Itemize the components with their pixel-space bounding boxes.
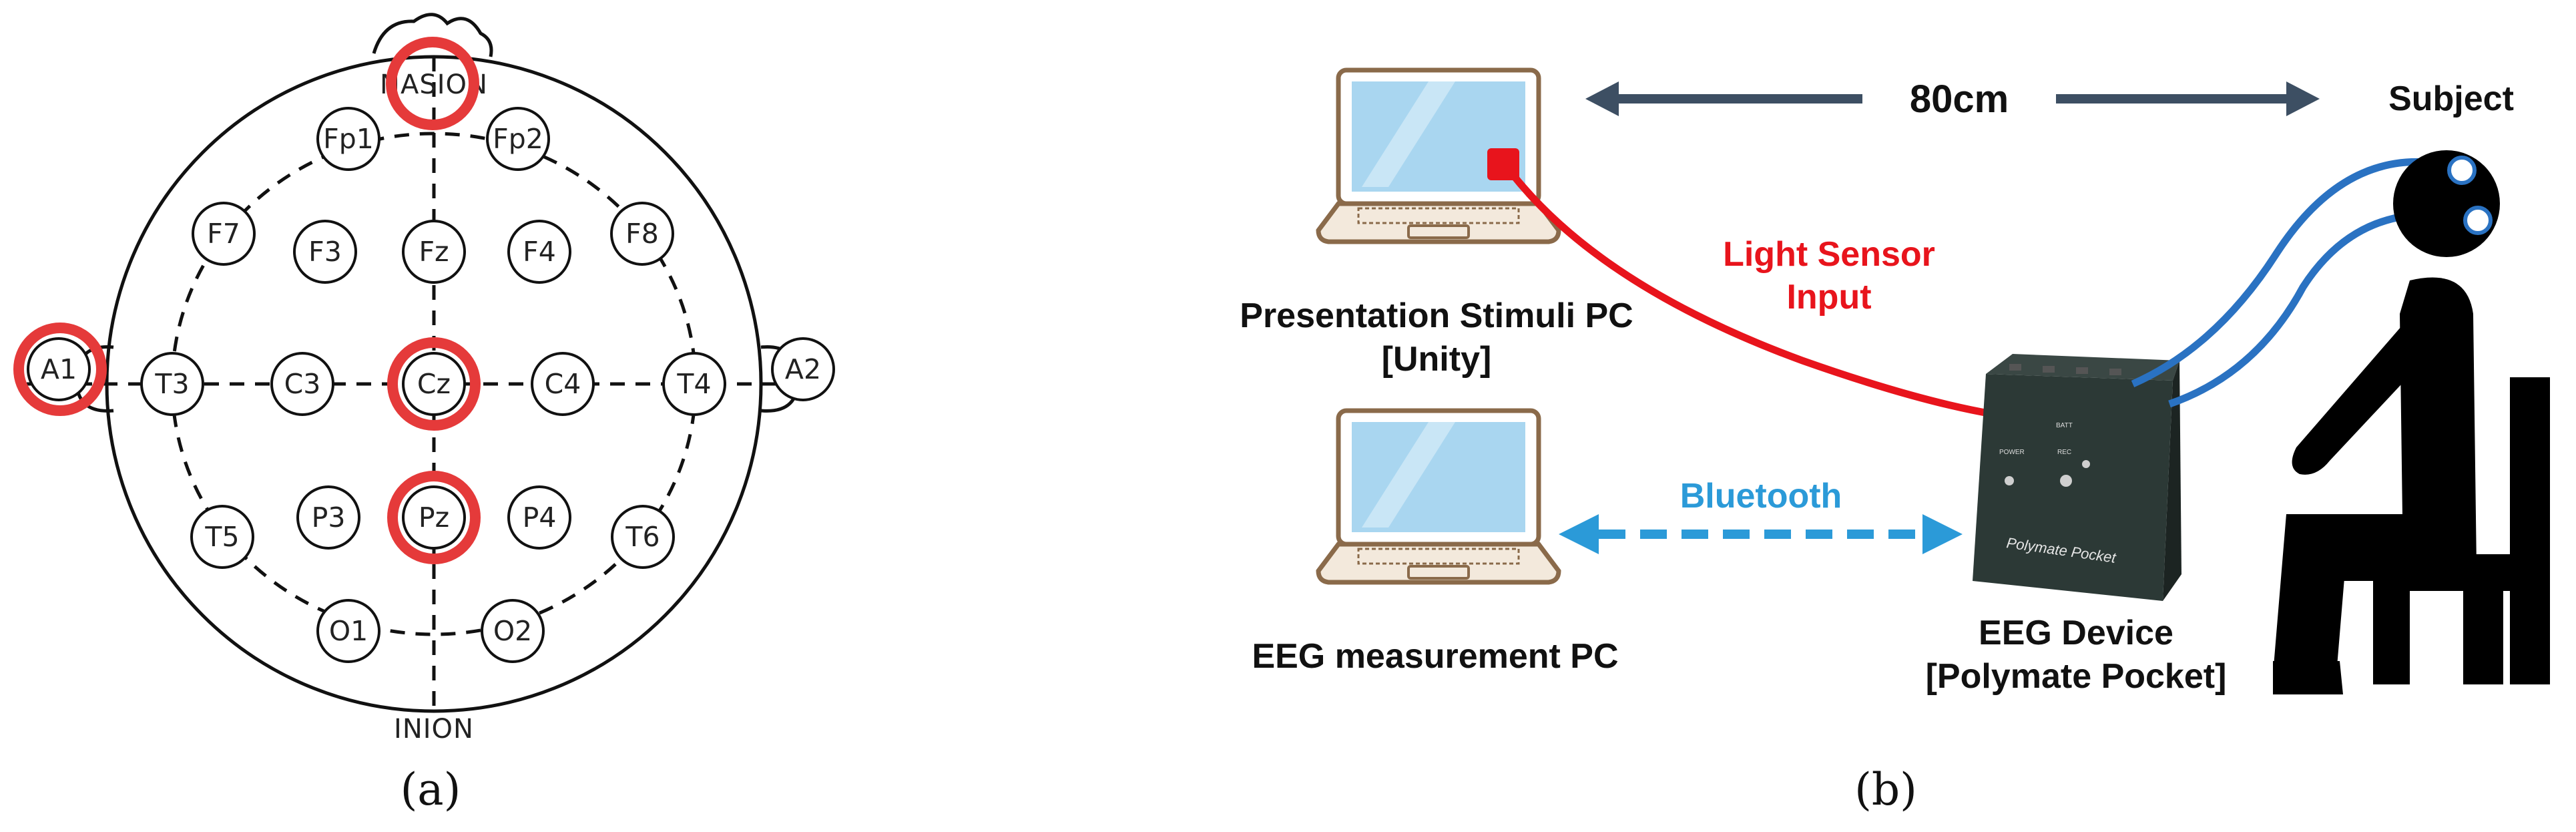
eeg-device-label-2: [Polymate Pocket]: [1926, 657, 2227, 696]
eeg-pc-laptop-icon: [1316, 408, 1561, 585]
electrode-f8: F8: [610, 202, 674, 266]
electrode-fp1: Fp1: [316, 107, 380, 171]
electrode-f7: F7: [192, 202, 256, 266]
electrode-cz: Cz: [387, 337, 481, 431]
svg-text:P4: P4: [523, 501, 557, 534]
svg-text:T5: T5: [204, 521, 239, 553]
electrode-o1: O1: [316, 599, 380, 663]
electrode-site-upper: [2447, 156, 2477, 185]
chair-icon: [2373, 377, 2550, 684]
svg-text:T6: T6: [625, 521, 660, 553]
stimuli-laptop-icon: [1316, 67, 1561, 244]
electrode-site-lower: [2463, 206, 2493, 235]
light-sensor-cable: [1509, 171, 1993, 418]
distance-label: 80cm: [1910, 77, 2009, 121]
electrode-t3: T3: [140, 352, 204, 416]
svg-text:T3: T3: [154, 368, 189, 400]
electrode-p4: P4: [507, 485, 571, 550]
nose-outline: [372, 13, 493, 57]
svg-text:A1: A1: [41, 353, 77, 385]
svg-text:C4: C4: [545, 368, 581, 400]
bluetooth-arrow: [1559, 514, 1963, 554]
electrode-t4: T4: [662, 352, 726, 416]
subject-head: [2393, 150, 2500, 257]
eeg-pc-label: EEG measurement PC: [1252, 637, 1618, 676]
caption-b: (b): [1854, 764, 1917, 815]
electrode-cable-upper: [2131, 158, 2458, 388]
highlight-nasion: [386, 37, 479, 130]
panel-b-experiment-setup: 80cm Subject Light Sensor Input Presenta…: [1240, 67, 2550, 815]
electrode-t6: T6: [611, 505, 675, 569]
stimuli-pc-label-1: Presentation Stimuli PC: [1240, 296, 1633, 335]
subject-foot: [2273, 661, 2343, 694]
inion-label: INION: [394, 714, 474, 745]
caption-a: (a): [401, 764, 461, 815]
light-sensor-label-2: Input: [1786, 278, 1871, 317]
electrode-o2: O2: [481, 599, 545, 663]
electrode-fz: Fz: [402, 220, 466, 284]
distance-arrow: [1585, 81, 2320, 116]
electrode-f4: F4: [507, 220, 571, 284]
device-batt-label: BATT: [2056, 422, 2073, 429]
subject-shin: [2273, 514, 2350, 674]
electrode-fp2: Fp2: [486, 107, 550, 171]
svg-text:Fp2: Fp2: [493, 123, 543, 155]
svg-text:T4: T4: [676, 368, 711, 400]
light-sensor-label-1: Light Sensor: [1723, 235, 1935, 274]
svg-text:O2: O2: [493, 615, 532, 647]
svg-text:P3: P3: [312, 501, 346, 534]
svg-text:O1: O1: [329, 615, 368, 647]
svg-text:A2: A2: [785, 353, 821, 385]
electrode-c3: C3: [270, 352, 334, 416]
panel-a-eeg-montage: NASION INION Fp1 Fp2 F7 F3 Fz F4 F8 A1 T…: [13, 13, 835, 815]
subject-arm: [2292, 321, 2430, 475]
svg-text:F4: F4: [523, 236, 556, 268]
electrode-c4: C4: [531, 352, 595, 416]
eeg-device-icon: POWER BATT REC Polymate Pocket: [1973, 354, 2181, 601]
device-power-label: POWER: [1999, 449, 2025, 456]
subject-figure: [2273, 150, 2500, 694]
svg-text:Pz: Pz: [419, 501, 449, 534]
electrode-a2: A2: [771, 337, 835, 401]
device-rec-label: REC: [2057, 449, 2071, 456]
electrode-t5: T5: [190, 505, 254, 569]
electrode-f3: F3: [293, 220, 357, 284]
subject-label: Subject: [2388, 79, 2514, 118]
electrode-pz: Pz: [387, 471, 481, 564]
svg-text:C3: C3: [284, 368, 321, 400]
electrode-p3: P3: [296, 485, 360, 550]
electrode-a1: A1: [27, 337, 91, 401]
svg-text:F7: F7: [207, 218, 240, 250]
svg-text:Fp1: Fp1: [323, 123, 374, 155]
svg-text:Cz: Cz: [417, 368, 451, 400]
svg-text:F8: F8: [625, 218, 659, 250]
svg-text:F3: F3: [308, 236, 342, 268]
stimuli-pc-label-2: [Unity]: [1382, 340, 1492, 379]
bluetooth-label: Bluetooth: [1680, 477, 1842, 515]
light-sensor-icon: [1487, 148, 1519, 180]
svg-text:Fz: Fz: [419, 236, 449, 268]
highlight-a1: [13, 323, 107, 416]
eeg-device-label-1: EEG Device: [1979, 614, 2173, 652]
